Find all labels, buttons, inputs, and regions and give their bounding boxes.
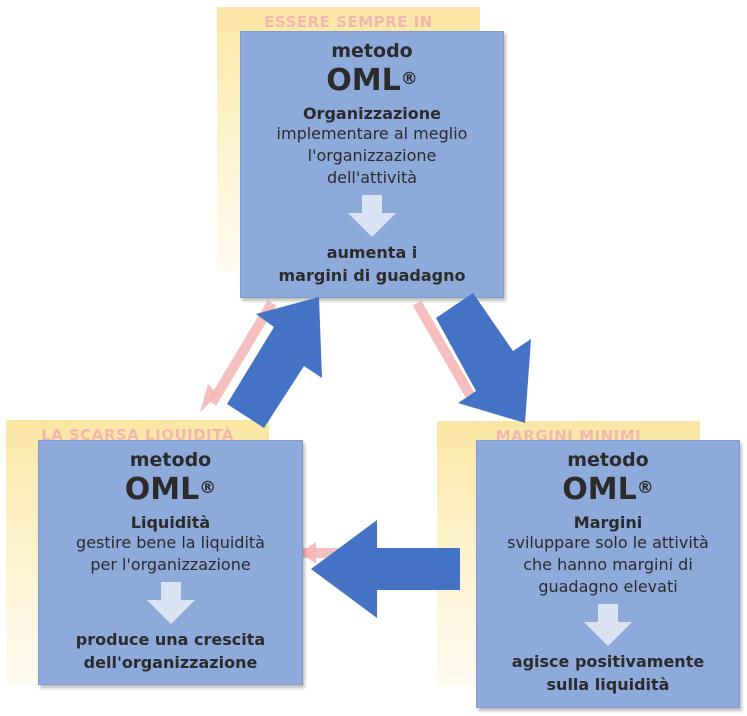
pink-arrow-top-left [207,300,277,406]
description-line: implementare al meglio [276,124,468,143]
result-line: agisce positivamente [511,652,705,671]
result-line: aumenta i [326,243,418,262]
margini-box: metodo OML® Margini sviluppare solo le a… [476,440,740,708]
metodo-label: metodo [129,449,212,471]
result-line: sulla liquidità [546,675,670,694]
description-line: per l'organizzazione [90,555,251,574]
liquidita-box: metodo OML® Liquidità gestire bene la li… [38,440,303,685]
down-arrow-icon [146,582,195,624]
left-background-label: LA SCARSA LIQUIDITÀ [41,426,234,444]
oml-brand: OML® [326,63,418,98]
description-line: che hanno margini di [523,555,693,574]
pink-arrow-top-right [412,300,475,398]
metodo-label: metodo [331,40,413,62]
box-subtitle: Margini [573,513,643,532]
box-subtitle: Liquidità [130,513,211,532]
description-line: gestire bene la liquidità [76,533,265,552]
down-arrow-icon [584,604,632,646]
description-line: sviluppare solo le attività [507,533,709,552]
oml-brand: OML® [562,472,654,507]
oml-brand: OML® [124,472,217,507]
arrow-right-to-left [311,520,460,618]
description-line: dell'attività [326,168,418,187]
organizzazione-box: metodo OML® Organizzazione implementare … [240,31,504,298]
description-line: guadagno elevati [538,577,678,596]
top-background-label: ESSERE SEMPRE IN [264,13,433,31]
arrow-top-to-right [436,293,531,423]
description-line: l'organizzazione [307,146,437,165]
arrow-left-to-top [227,297,322,428]
down-arrow-icon [348,195,396,237]
result-line: dell'organizzazione [83,653,258,672]
result-line: margini di guadagno [278,266,466,285]
metodo-label: metodo [567,449,649,471]
box-subtitle: Organizzazione [302,104,442,123]
result-line: produce una crescita [75,630,266,649]
